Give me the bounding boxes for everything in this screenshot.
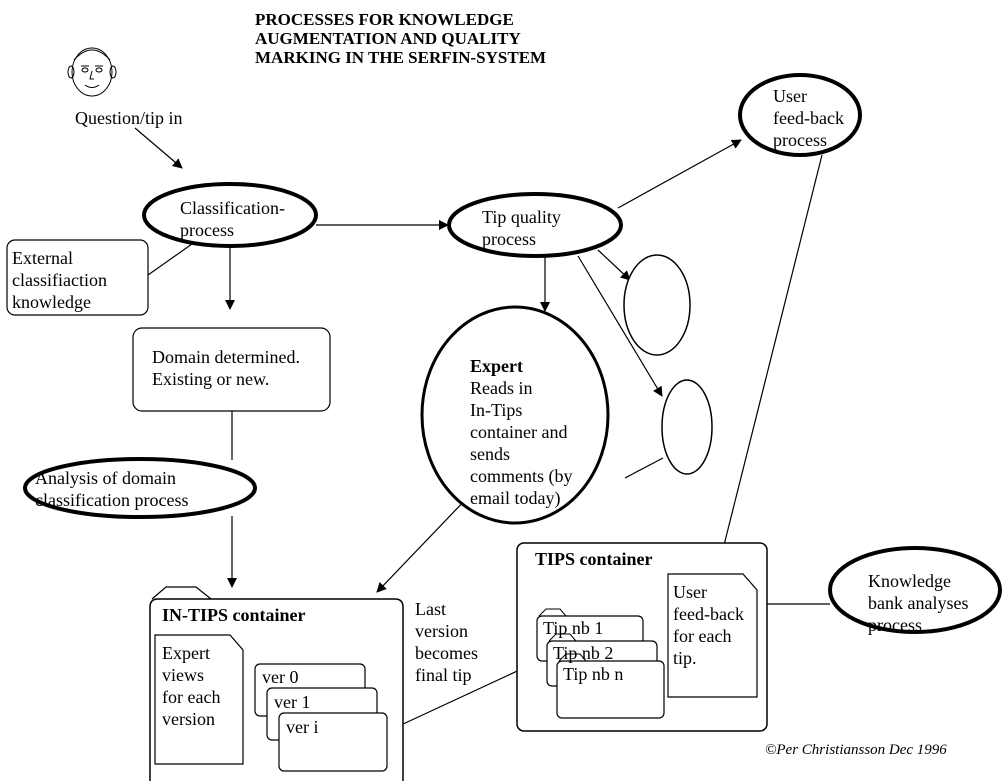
- expert-description: Reads in In-Tips container and sends com…: [470, 378, 573, 508]
- unlabeled-process-circle-1: [623, 254, 691, 356]
- arrow-userfeedback-to-tips: [714, 154, 823, 574]
- expert-views-label: Expert views for each version: [162, 643, 221, 729]
- knowledge-bank-process-ellipse: [828, 546, 1002, 634]
- user-feedback-process-label: User feed-back process: [773, 86, 844, 150]
- question-tip-in-label: Question/tip in: [75, 108, 183, 128]
- external-knowledge-label: External classifiaction knowledge: [12, 248, 107, 312]
- tip-folder-tab: [538, 608, 567, 617]
- line-circle2-to-expert: [624, 457, 664, 479]
- tip-label: Tip nb 1: [543, 618, 604, 638]
- tip-label: Tip nb 2: [553, 643, 614, 663]
- version-label: ver 0: [262, 667, 299, 687]
- tip-folder-tab: [558, 653, 587, 662]
- arrow-tipquality-to-circle2: [577, 255, 663, 397]
- line-external-to-classification: [147, 243, 193, 276]
- arrow-version-to-tips: [387, 659, 542, 732]
- arrow-question-to-classification: [134, 127, 183, 169]
- unlabeled-process-circle-2: [661, 379, 713, 475]
- domain-determined-label: Domain determined. Existing or new.: [152, 347, 300, 389]
- tip-label: Tip nb n: [563, 664, 624, 684]
- tip-card: [556, 660, 665, 719]
- classification-process-ellipse: [142, 182, 318, 248]
- arrow-expert-to-intips: [376, 494, 471, 593]
- arrow-tipquality-to-circle1: [597, 249, 631, 281]
- version-label: ver 1: [274, 692, 311, 712]
- analysis-process-ellipse: [23, 457, 257, 519]
- diagram-title: PROCESSES FOR KNOWLEDGE AUGMENTATION AND…: [255, 10, 547, 67]
- user-feedback-doc-label: User feed-back for each tip.: [673, 582, 744, 668]
- version-card: [278, 712, 388, 772]
- in-tips-container-title: IN-TIPS container: [162, 605, 306, 625]
- in-tips-folder-tab: [151, 586, 212, 600]
- tip-quality-process-label: Tip quality process: [482, 207, 561, 249]
- tips-container-title: TIPS container: [535, 549, 653, 569]
- expert-heading: Expert: [470, 356, 523, 376]
- classification-process-label: Classification- process: [180, 198, 285, 240]
- person-face-icon: [67, 47, 117, 97]
- expert-process-ellipse: [420, 305, 610, 525]
- external-knowledge-box: [6, 239, 149, 316]
- version-label: ver i: [286, 717, 319, 737]
- copyright-note: ©Per Christiansson Dec 1996: [765, 742, 947, 758]
- arrow-tipquality-to-userfeedback: [617, 139, 742, 209]
- tip-folder-tab: [548, 633, 577, 642]
- knowledge-bank-label: Knowledge bank analyses process: [868, 571, 969, 635]
- last-version-note: Last version becomes final tip: [415, 599, 478, 685]
- tip-quality-process-ellipse: [447, 192, 623, 258]
- analysis-process-label: Analysis of domain classification proces…: [35, 468, 189, 510]
- user-feedback-document: [667, 573, 758, 698]
- user-feedback-process-ellipse: [738, 73, 862, 157]
- expert-views-document: [154, 634, 244, 765]
- domain-determined-box: [132, 327, 331, 412]
